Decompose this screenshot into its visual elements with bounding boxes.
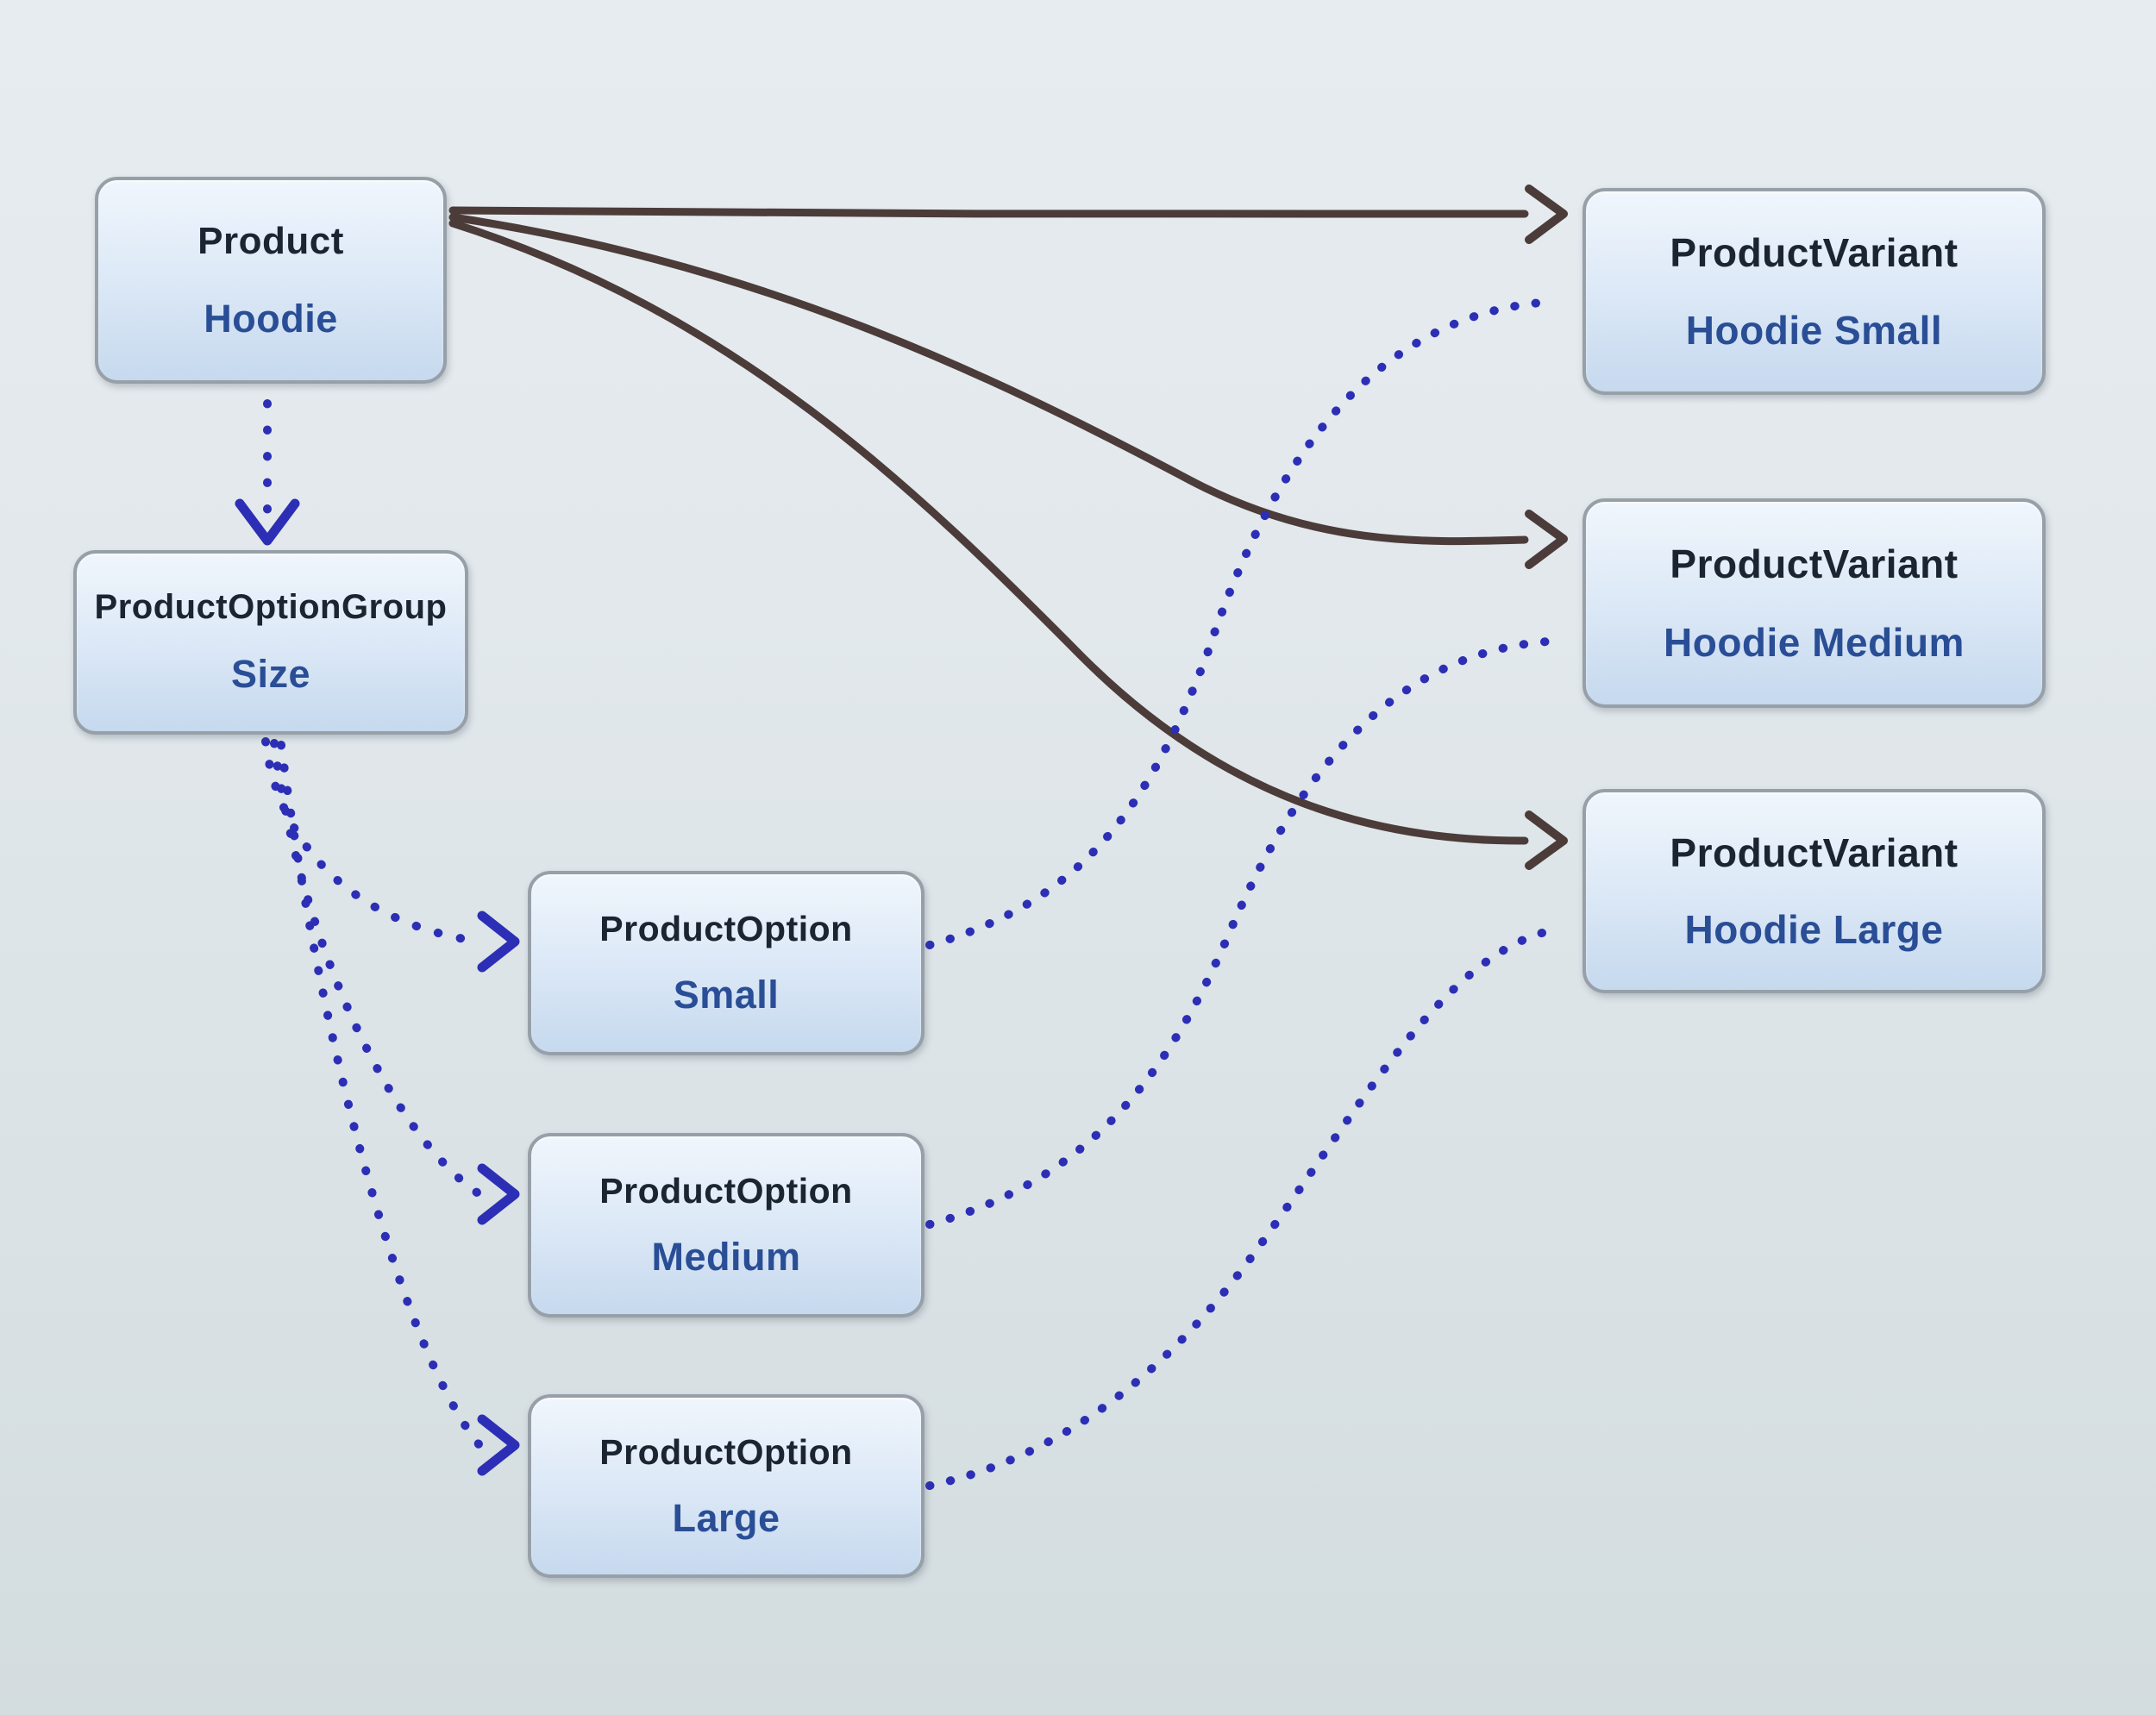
node-product-name: Hoodie bbox=[204, 296, 338, 341]
node-product-option-small-type: ProductOption bbox=[599, 908, 853, 948]
edge-optiongroup-option-medium-arrowhead-icon bbox=[477, 1163, 520, 1225]
node-product-option-group-name: Size bbox=[230, 651, 311, 696]
node-product-variant-large: ProductVariant Hoodie Large bbox=[1583, 789, 2046, 993]
edge-option-large-variant-large bbox=[925, 929, 1546, 1490]
edge-product-variant-small bbox=[448, 206, 1529, 218]
node-product-type: Product bbox=[197, 219, 344, 262]
node-product-variant-medium-type: ProductVariant bbox=[1670, 541, 1959, 586]
node-product-variant-medium: ProductVariant Hoodie Medium bbox=[1583, 498, 2046, 708]
node-product-variant-small: ProductVariant Hoodie Small bbox=[1583, 188, 2046, 395]
edge-option-medium-variant-medium bbox=[925, 637, 1552, 1229]
edge-product-variant-medium bbox=[448, 213, 1529, 546]
node-product-option-group: ProductOptionGroup Size bbox=[73, 550, 468, 735]
edge-optiongroup-option-small-arrowhead-icon bbox=[477, 911, 520, 973]
edge-optiongroup-option-small bbox=[261, 737, 484, 946]
node-product: Product Hoodie bbox=[95, 177, 447, 384]
edge-optiongroup-option-large-arrowhead-icon bbox=[477, 1414, 520, 1476]
node-product-option-large-type: ProductOption bbox=[599, 1431, 853, 1472]
node-product-option-large-name: Large bbox=[672, 1495, 780, 1540]
node-product-option-small: ProductOption Small bbox=[528, 871, 924, 1055]
node-product-option-group-type: ProductOptionGroup bbox=[94, 588, 448, 627]
edge-product-optiongroup-arrowhead-icon bbox=[235, 498, 300, 546]
edge-optiongroup-option-medium bbox=[270, 739, 484, 1199]
node-product-option-medium: ProductOption Medium bbox=[528, 1133, 924, 1318]
node-product-option-medium-name: Medium bbox=[651, 1235, 801, 1280]
node-product-option-medium-type: ProductOption bbox=[599, 1170, 853, 1211]
edge-product-variant-large-arrowhead-icon bbox=[1525, 811, 1568, 870]
edge-product-variant-large bbox=[448, 219, 1529, 845]
node-product-variant-large-type: ProductVariant bbox=[1670, 830, 1959, 876]
edge-optiongroup-option-large bbox=[277, 741, 484, 1449]
node-product-variant-medium-name: Hoodie Medium bbox=[1664, 620, 1965, 666]
edge-product-variant-medium-arrowhead-icon bbox=[1525, 510, 1568, 569]
edge-product-variant-small-arrowhead-icon bbox=[1525, 185, 1568, 244]
node-product-option-large: ProductOption Large bbox=[528, 1394, 924, 1578]
node-product-variant-large-name: Hoodie Large bbox=[1684, 906, 1944, 952]
edge-option-small-variant-small bbox=[925, 297, 1557, 949]
node-product-variant-small-name: Hoodie Small bbox=[1685, 308, 1943, 353]
node-product-option-small-name: Small bbox=[673, 973, 780, 1017]
node-product-variant-small-type: ProductVariant bbox=[1670, 230, 1959, 275]
